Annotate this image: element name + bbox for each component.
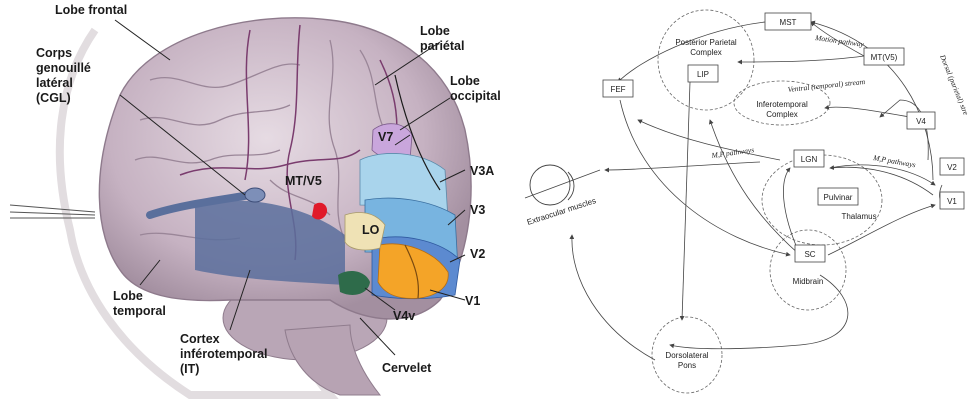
label-cgl-line2: genouillé [36,61,91,75]
box-sc: SC [795,245,825,262]
label-cortex-it-line2: inférotemporal [180,347,268,361]
label-it-line2: Complex [766,110,798,119]
label-v3: V3 [470,203,485,217]
box-lgn: LGN [794,150,824,167]
label-lobe-occipital-line2: occipital [450,89,501,103]
box-pulvinar: Pulvinar [818,188,858,205]
label-pons-line1: Dorsolateral [665,351,708,360]
eye-icon [530,165,574,205]
label-v3a: V3A [470,164,494,178]
label-v2: V2 [470,247,485,261]
svg-text:FEF: FEF [610,85,625,94]
svg-text:SC: SC [804,250,815,259]
label-v4v: V4v [393,309,415,323]
label-it-line1: Inferotemporal [756,100,808,109]
pathway-diagram: MST MT(V5) FEF LIP V4 LGN V2 Pulvinar [525,10,971,393]
label-thalamus: Thalamus [841,212,876,221]
label-mt-v5: MT/V5 [285,174,322,188]
label-pons-line2: Pons [678,361,696,370]
label-cgl-line3: latéral [36,76,73,90]
label-cortex-it-line1: Cortex [180,332,220,346]
label-motion-pathway: Motion pathway [814,33,865,49]
label-mp-pathways-right: M,P pathways [872,153,917,169]
box-fef: FEF [603,80,633,97]
label-lobe-occipital-line1: Lobe [450,74,480,88]
label-ventral-stream: Ventral (temporal) stream [787,77,866,94]
region-posterior-parietal [658,10,754,110]
svg-text:LIP: LIP [697,70,709,79]
svg-text:Pulvinar: Pulvinar [824,193,853,202]
svg-text:V4: V4 [916,117,926,126]
label-lo: LO [362,223,380,237]
label-midbrain: Midbrain [793,277,824,286]
label-cervelet: Cervelet [382,361,432,375]
svg-text:MST: MST [780,18,797,27]
label-cortex-it-line3: (IT) [180,362,199,376]
label-lobe-temporal-line1: Lobe [113,289,143,303]
box-lip: LIP [688,65,718,82]
label-ppc-line1: Posterior Parietal [675,38,737,47]
label-lobe-parietal-line2: pariétal [420,39,464,53]
optic-nerve-lines [10,205,95,218]
svg-text:V2: V2 [947,163,957,172]
box-mst: MST [765,13,811,30]
box-mt-v5: MT(V5) [864,48,904,65]
label-v7: V7 [378,130,393,144]
label-v1: V1 [465,294,480,308]
pathway-arrows [572,22,947,360]
svg-text:V1: V1 [947,197,957,206]
label-lobe-frontal: Lobe frontal [55,3,127,17]
label-cgl-line4: (CGL) [36,91,71,105]
label-lobe-temporal-line2: temporal [113,304,166,318]
region-midbrain [770,230,846,310]
box-v4: V4 [907,112,935,129]
label-ppc-line2: Complex [690,48,722,57]
svg-text:LGN: LGN [801,155,818,164]
label-cgl-line1: Corps [36,46,72,60]
label-dorsal-stream: Dorsal (parietal) stre [938,52,971,117]
box-v2: V2 [940,158,964,175]
cgl-body [245,188,265,202]
label-mp-pathways-left: M,P pathways [710,145,755,160]
label-lobe-parietal-line1: Lobe [420,24,450,38]
svg-text:MT(V5): MT(V5) [871,53,898,62]
box-v1: V1 [940,192,964,209]
